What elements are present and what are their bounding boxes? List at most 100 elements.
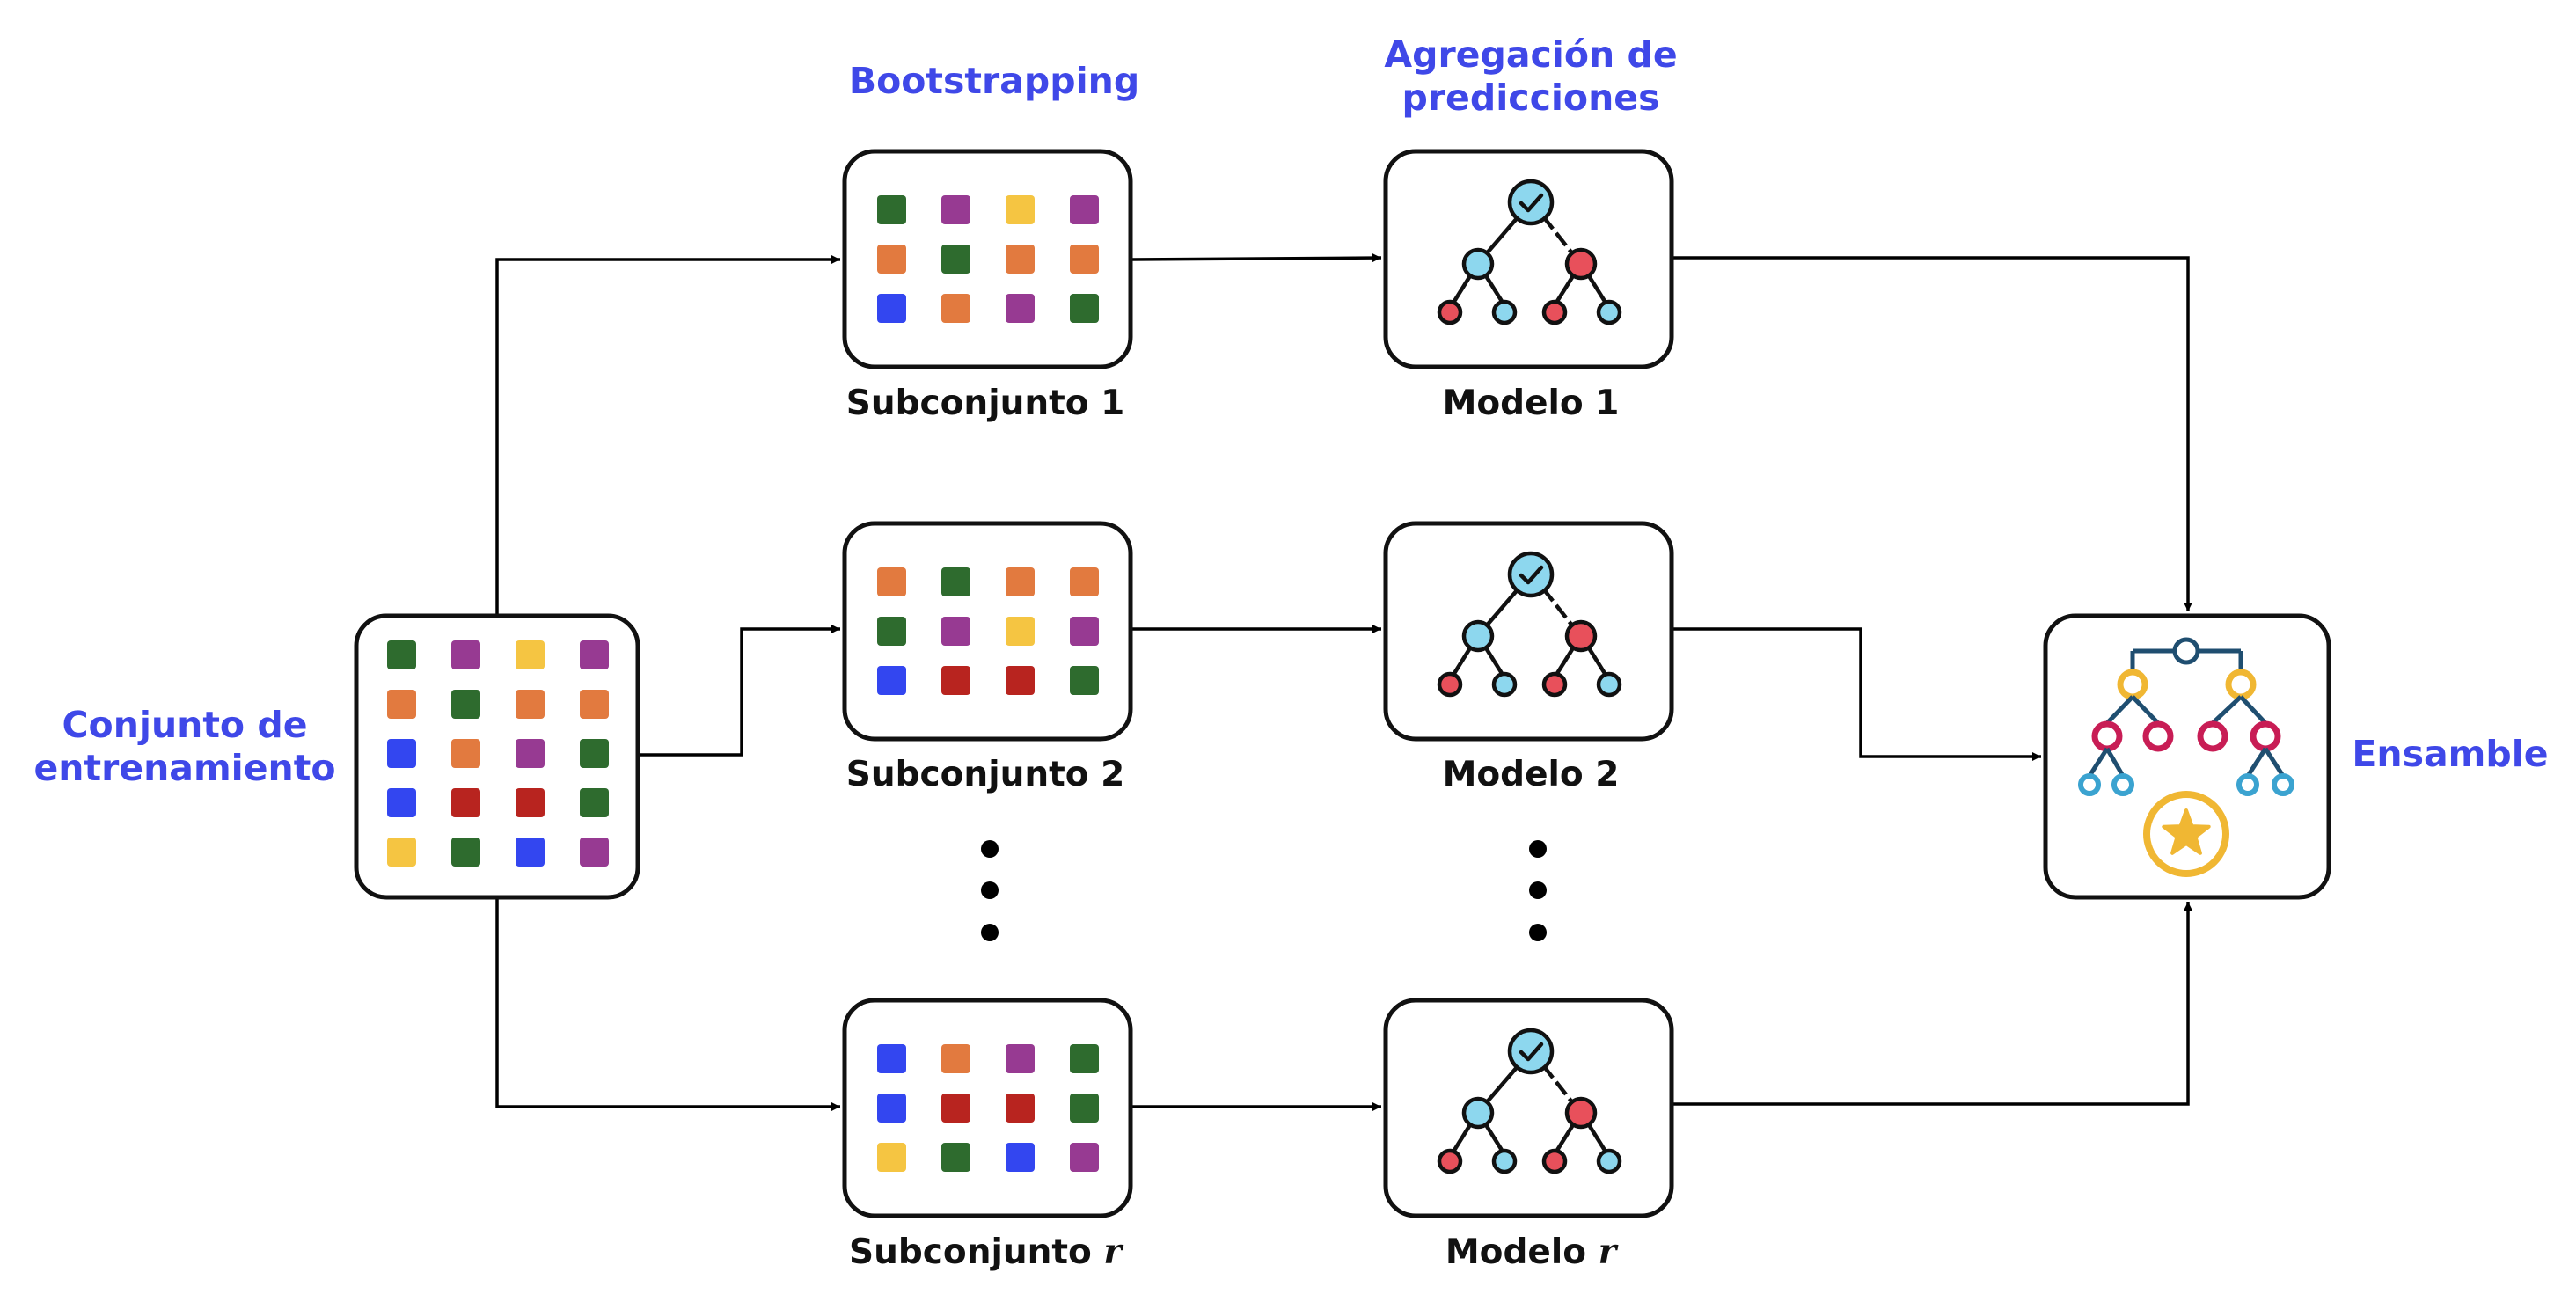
subset-square-cell (941, 1143, 970, 1172)
subset-square-cell (877, 567, 906, 596)
training-set-label: Conjunto de entrenamiento (33, 704, 336, 790)
tree-root-node (1507, 179, 1555, 226)
subset-square-cell (877, 1044, 906, 1073)
ensemble-edge (2104, 747, 2126, 778)
tree-node (1461, 1096, 1495, 1130)
tree-edge (1541, 587, 1574, 627)
subset-square-cell (941, 195, 970, 224)
subset-square-cell (1006, 617, 1035, 646)
header-bootstrapping: Bootstrapping (848, 60, 1140, 102)
subset-square-cell (1070, 1094, 1099, 1123)
subset-square-cell (1006, 567, 1035, 596)
training-square-cell (387, 739, 416, 768)
ensemble-node (2142, 720, 2174, 752)
subset-square-cell (1006, 1143, 1035, 1172)
ensemble-edge (2263, 747, 2286, 778)
arrow-training-to-subset-2 (638, 625, 840, 757)
subset-square-cell (877, 1143, 906, 1172)
boxes (354, 149, 2331, 1218)
ensemble-leaf (2272, 773, 2294, 796)
training-square-cell (580, 690, 609, 719)
training-square-cell (387, 838, 416, 867)
arrow-model-r-to-ensemble (1672, 902, 2192, 1106)
tree-edge (1484, 587, 1520, 628)
training-square-cell (580, 739, 609, 768)
subset-square-cell (1070, 617, 1099, 646)
subset-square-cell (877, 617, 906, 646)
ellipsis-dot (981, 840, 999, 858)
ensemble-edge (2239, 695, 2267, 725)
training-square-cell (451, 838, 480, 867)
training-set-box-frame (354, 613, 640, 900)
tree-edge (1586, 645, 1607, 677)
tree-edge (1555, 273, 1576, 304)
tree-leaf (1596, 299, 1622, 326)
training-square-cell (451, 739, 480, 768)
subset-box-3 (842, 998, 1133, 1218)
subset-square-cell (941, 1094, 970, 1123)
subset-square-cell (1006, 195, 1035, 224)
decision-tree-icon (1437, 551, 1622, 698)
tree-edge (1483, 645, 1504, 677)
training-square-cell (580, 788, 609, 817)
tree-edge (1586, 1122, 1607, 1153)
subset-square-cell (877, 294, 906, 323)
arrow-model-1-to-ensemble (1672, 256, 2192, 611)
training-square-cell (516, 838, 545, 867)
training-square-cell (387, 690, 416, 719)
subset-box-3-frame (842, 998, 1133, 1218)
ensemble-node (2250, 720, 2281, 752)
ensemble-node (2197, 720, 2228, 752)
tree-node (1564, 247, 1598, 281)
ensemble-leaf (2236, 773, 2259, 796)
tree-edge (1483, 273, 1504, 304)
subset-square-cell (877, 195, 906, 224)
decision-tree-icon (1437, 179, 1622, 326)
tree-leaf (1491, 671, 1518, 698)
tree-edge (1541, 215, 1574, 255)
tree-leaf (1541, 1148, 1568, 1174)
tree-node (1564, 1096, 1598, 1130)
subset-square-cell (1070, 294, 1099, 323)
ensemble-label: Ensamble (2352, 733, 2549, 775)
check-mark (1519, 565, 1544, 585)
subset-square-cell (941, 617, 970, 646)
subset-box-2 (842, 521, 1133, 742)
subset-square-cell (877, 245, 906, 274)
subset-square-cell (1070, 666, 1099, 695)
training-square-cell (516, 640, 545, 669)
ensemble-box-frame (2043, 613, 2331, 900)
ensemble-edge (2245, 747, 2268, 778)
tree-edge (1555, 645, 1576, 677)
tree-edge (1484, 215, 1520, 256)
arrow-subset-1-to-model-1 (1130, 253, 1382, 263)
model-box-3 (1383, 998, 1674, 1218)
subset-square-cell (1006, 1094, 1035, 1123)
ensemble-leaf (2078, 773, 2101, 796)
ensemble-leaf (2111, 773, 2134, 796)
subset-square-cell (941, 666, 970, 695)
subset-square-cell (1070, 567, 1099, 596)
arrow-model-2-to-ensemble (1672, 627, 2041, 761)
subset-square-cell (877, 666, 906, 695)
ensemble-node (2225, 669, 2257, 700)
check-mark (1519, 193, 1544, 213)
subset-box-2-frame (842, 521, 1133, 742)
ellipsis-dot (981, 881, 999, 899)
tree-leaf (1491, 299, 1518, 326)
subset-box-1 (842, 149, 1133, 369)
ensemble-edge (2105, 695, 2134, 725)
subset-label-2: Subconjunto 2 (845, 755, 1125, 794)
arrow-training-to-subset-1 (495, 255, 840, 616)
training-square-cell (387, 640, 416, 669)
tree-leaf (1596, 671, 1622, 698)
ensemble-root-node (2172, 637, 2200, 665)
tree-edge (1452, 1122, 1473, 1153)
tree-edge (1586, 273, 1607, 304)
tree-node (1461, 619, 1495, 653)
subset-square-cell (1006, 666, 1035, 695)
model-box-1 (1383, 149, 1674, 369)
subset-box-1-frame (842, 149, 1133, 369)
ellipsis-dots (981, 840, 1547, 941)
